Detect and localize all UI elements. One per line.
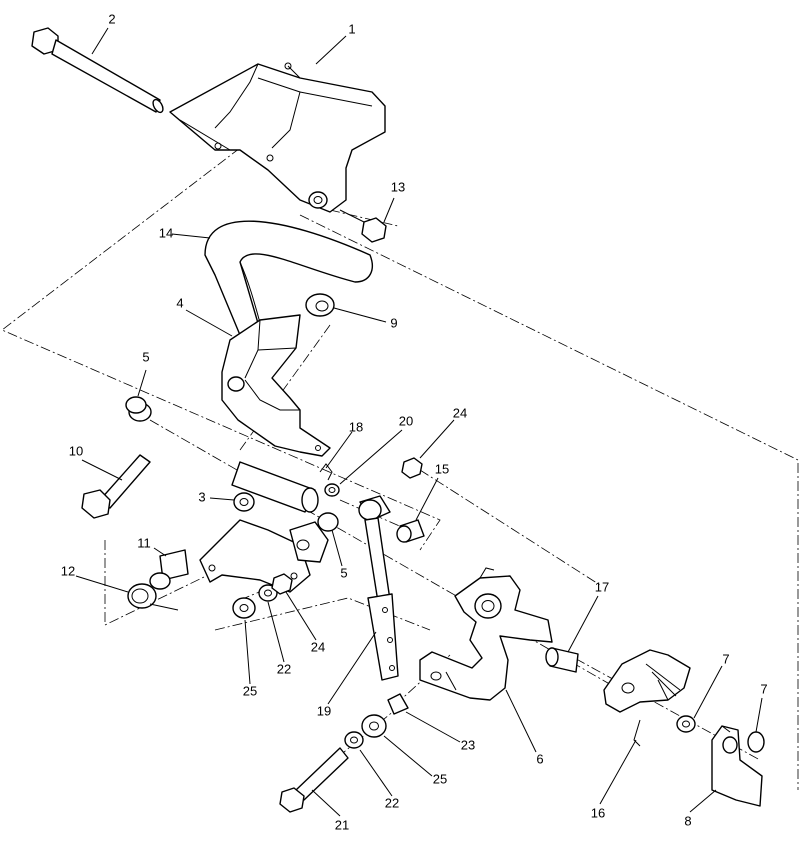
part-20-washer xyxy=(324,483,340,497)
callout-6: 6 xyxy=(536,751,543,766)
part-11-bushing xyxy=(149,549,189,590)
callout-24-upper: 24 xyxy=(453,405,467,420)
part-7-bushing-left xyxy=(676,715,696,733)
callout-14: 14 xyxy=(159,225,173,240)
callout-2: 2 xyxy=(108,11,115,26)
callout-leaders xyxy=(75,27,763,817)
part-12-torsion-spring xyxy=(127,583,179,611)
part-3-washer xyxy=(233,492,255,512)
part-17-bushing xyxy=(545,647,579,673)
callout-4: 4 xyxy=(176,295,183,310)
part-6-main-lever xyxy=(419,567,553,701)
part-7-bushing-right xyxy=(747,731,765,753)
callout-3: 3 xyxy=(198,489,205,504)
link-plate xyxy=(199,519,329,593)
part-24-nut-upper xyxy=(401,457,423,479)
part-25-washer-right xyxy=(361,714,387,738)
callout-labels: 2 1 13 14 9 4 5 10 18 20 24 3 15 11 12 5… xyxy=(61,11,768,832)
callout-22-left: 22 xyxy=(277,661,291,676)
part-13-bolt xyxy=(339,209,387,243)
callout-7-left: 7 xyxy=(722,651,729,666)
callout-5-lower: 5 xyxy=(340,565,347,580)
callout-22-right: 22 xyxy=(385,795,399,810)
part-8-end-bracket xyxy=(711,725,763,807)
callout-1: 1 xyxy=(348,21,355,36)
callout-10: 10 xyxy=(69,443,83,458)
part-24-nut-left xyxy=(271,573,293,595)
part-25-washer-left xyxy=(232,597,256,619)
part-19-link-rod xyxy=(358,495,399,681)
part-21-bolt xyxy=(279,747,349,813)
part-2-long-bolt xyxy=(31,27,164,114)
part-22-washer-right xyxy=(344,731,364,749)
callout-16: 16 xyxy=(591,805,605,820)
callout-15: 15 xyxy=(435,461,449,476)
callout-5-upper: 5 xyxy=(142,349,149,364)
part-10-bolt xyxy=(81,454,151,519)
callout-25-left: 25 xyxy=(243,683,257,698)
callout-18: 18 xyxy=(349,419,363,434)
callout-24-lower: 24 xyxy=(311,639,325,654)
part-15-bushing xyxy=(396,519,425,543)
callout-13: 13 xyxy=(391,179,405,194)
callout-20: 20 xyxy=(399,413,413,428)
callout-8: 8 xyxy=(684,813,691,828)
part-9-bushing xyxy=(305,293,335,317)
part-1-mounting-bracket xyxy=(169,62,386,213)
callout-12: 12 xyxy=(61,563,75,578)
part-16-spring-bracket xyxy=(603,649,691,747)
callout-17: 17 xyxy=(595,579,609,594)
part-18-clip xyxy=(319,463,333,481)
callout-7-right: 7 xyxy=(760,681,767,696)
callout-19: 19 xyxy=(317,703,331,718)
part-5-bushing-upper xyxy=(125,396,152,422)
callout-9: 9 xyxy=(390,315,397,330)
callout-11: 11 xyxy=(137,535,151,550)
part-5-bushing-lower xyxy=(317,512,339,532)
alignment-lines xyxy=(1,147,799,790)
part-4-lever-arm xyxy=(221,314,331,457)
callout-23: 23 xyxy=(461,737,475,752)
callout-21: 21 xyxy=(335,817,349,832)
pivot-shaft xyxy=(231,461,319,513)
callout-25-right: 25 xyxy=(433,771,447,786)
part-23-spacer xyxy=(387,693,409,715)
